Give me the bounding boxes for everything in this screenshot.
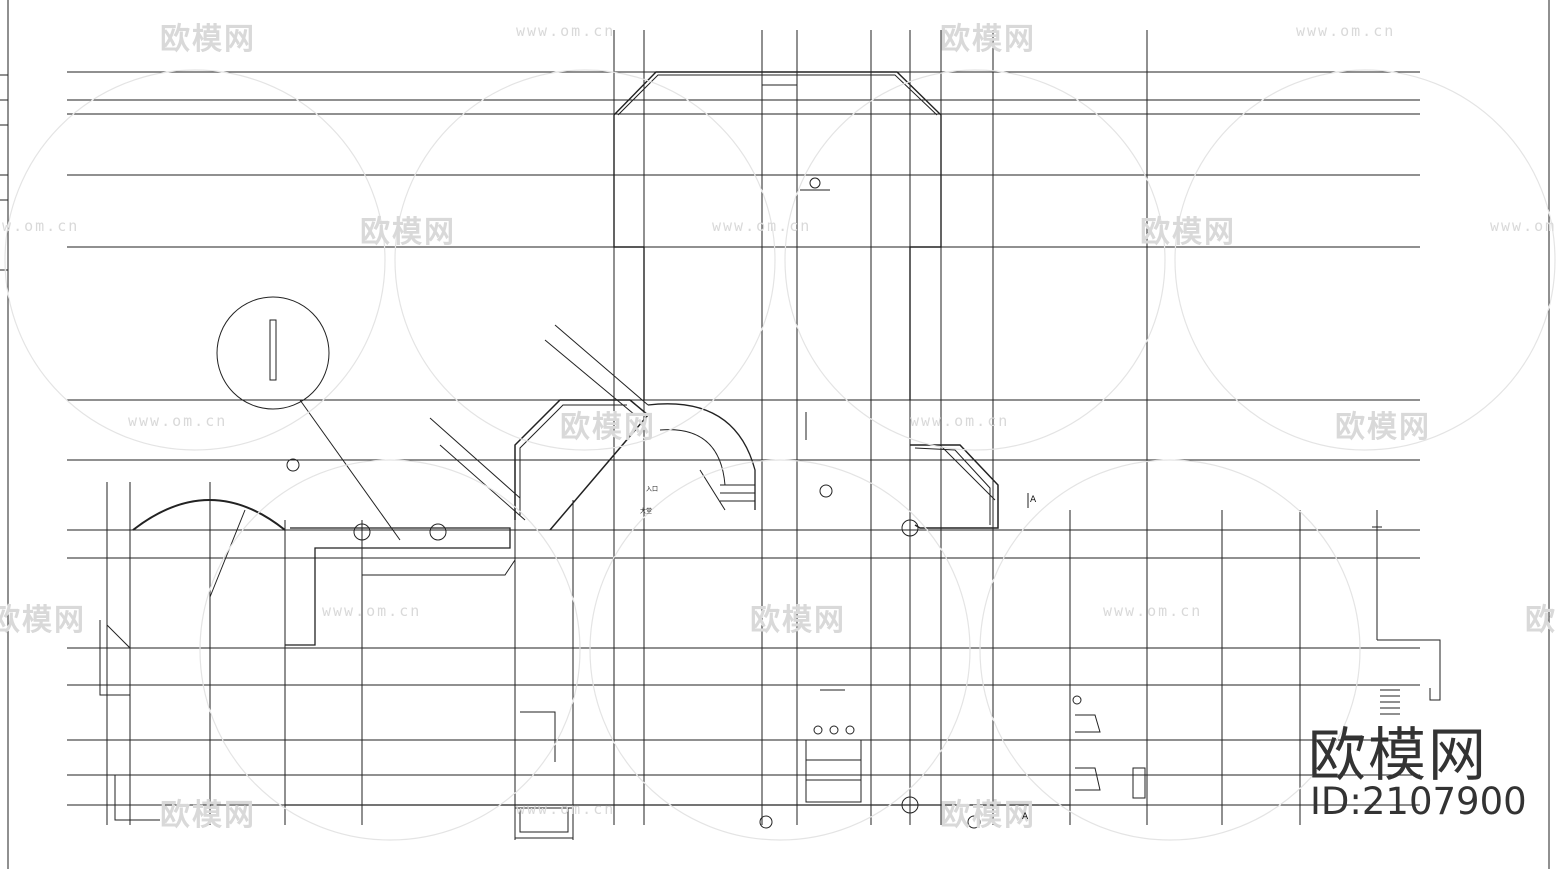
watermark-url: www.om.cn (1490, 217, 1557, 235)
watermark-brand: 欧模网 (1525, 603, 1557, 638)
watermark-brand: 欧模网 (360, 215, 456, 250)
watermark-brand: 欧模网 (1335, 410, 1431, 445)
watermark-url: www.om.cn (1103, 602, 1203, 620)
watermark-brand: 欧模网 (160, 22, 256, 57)
watermark-url: www.om.cn (128, 412, 228, 430)
watermark-url: www.om.cn (0, 217, 80, 235)
watermark-url: www.om.cn (516, 800, 616, 818)
watermark-url: www.om.cn (516, 22, 616, 40)
watermark-brand: 欧模网 (560, 410, 656, 445)
watermark-brand: 欧模网 (940, 22, 1036, 57)
watermark-url: www.om.cn (910, 412, 1010, 430)
entry-marker-a: A (1030, 495, 1037, 505)
room-label: 大堂 (640, 508, 653, 515)
watermark-brand: 欧模网 (750, 603, 846, 638)
brand-logo-text: 欧模网 (1308, 721, 1489, 789)
watermark-brand: 欧模网 (1140, 215, 1236, 250)
watermark-brand: 欧模网 (160, 798, 256, 833)
model-id-label: ID:2107900 (1310, 780, 1527, 823)
room-label: 入口 (646, 486, 659, 493)
watermark-url: www.om.cn (1296, 22, 1396, 40)
watermark-brand: 欧模网 (940, 798, 1036, 833)
watermark-brand: 欧模网 (0, 603, 86, 638)
watermark-url: www.om.cn (712, 217, 812, 235)
watermark-url: www.om.cn (322, 602, 422, 620)
entry-marker-a: A (1022, 812, 1029, 822)
